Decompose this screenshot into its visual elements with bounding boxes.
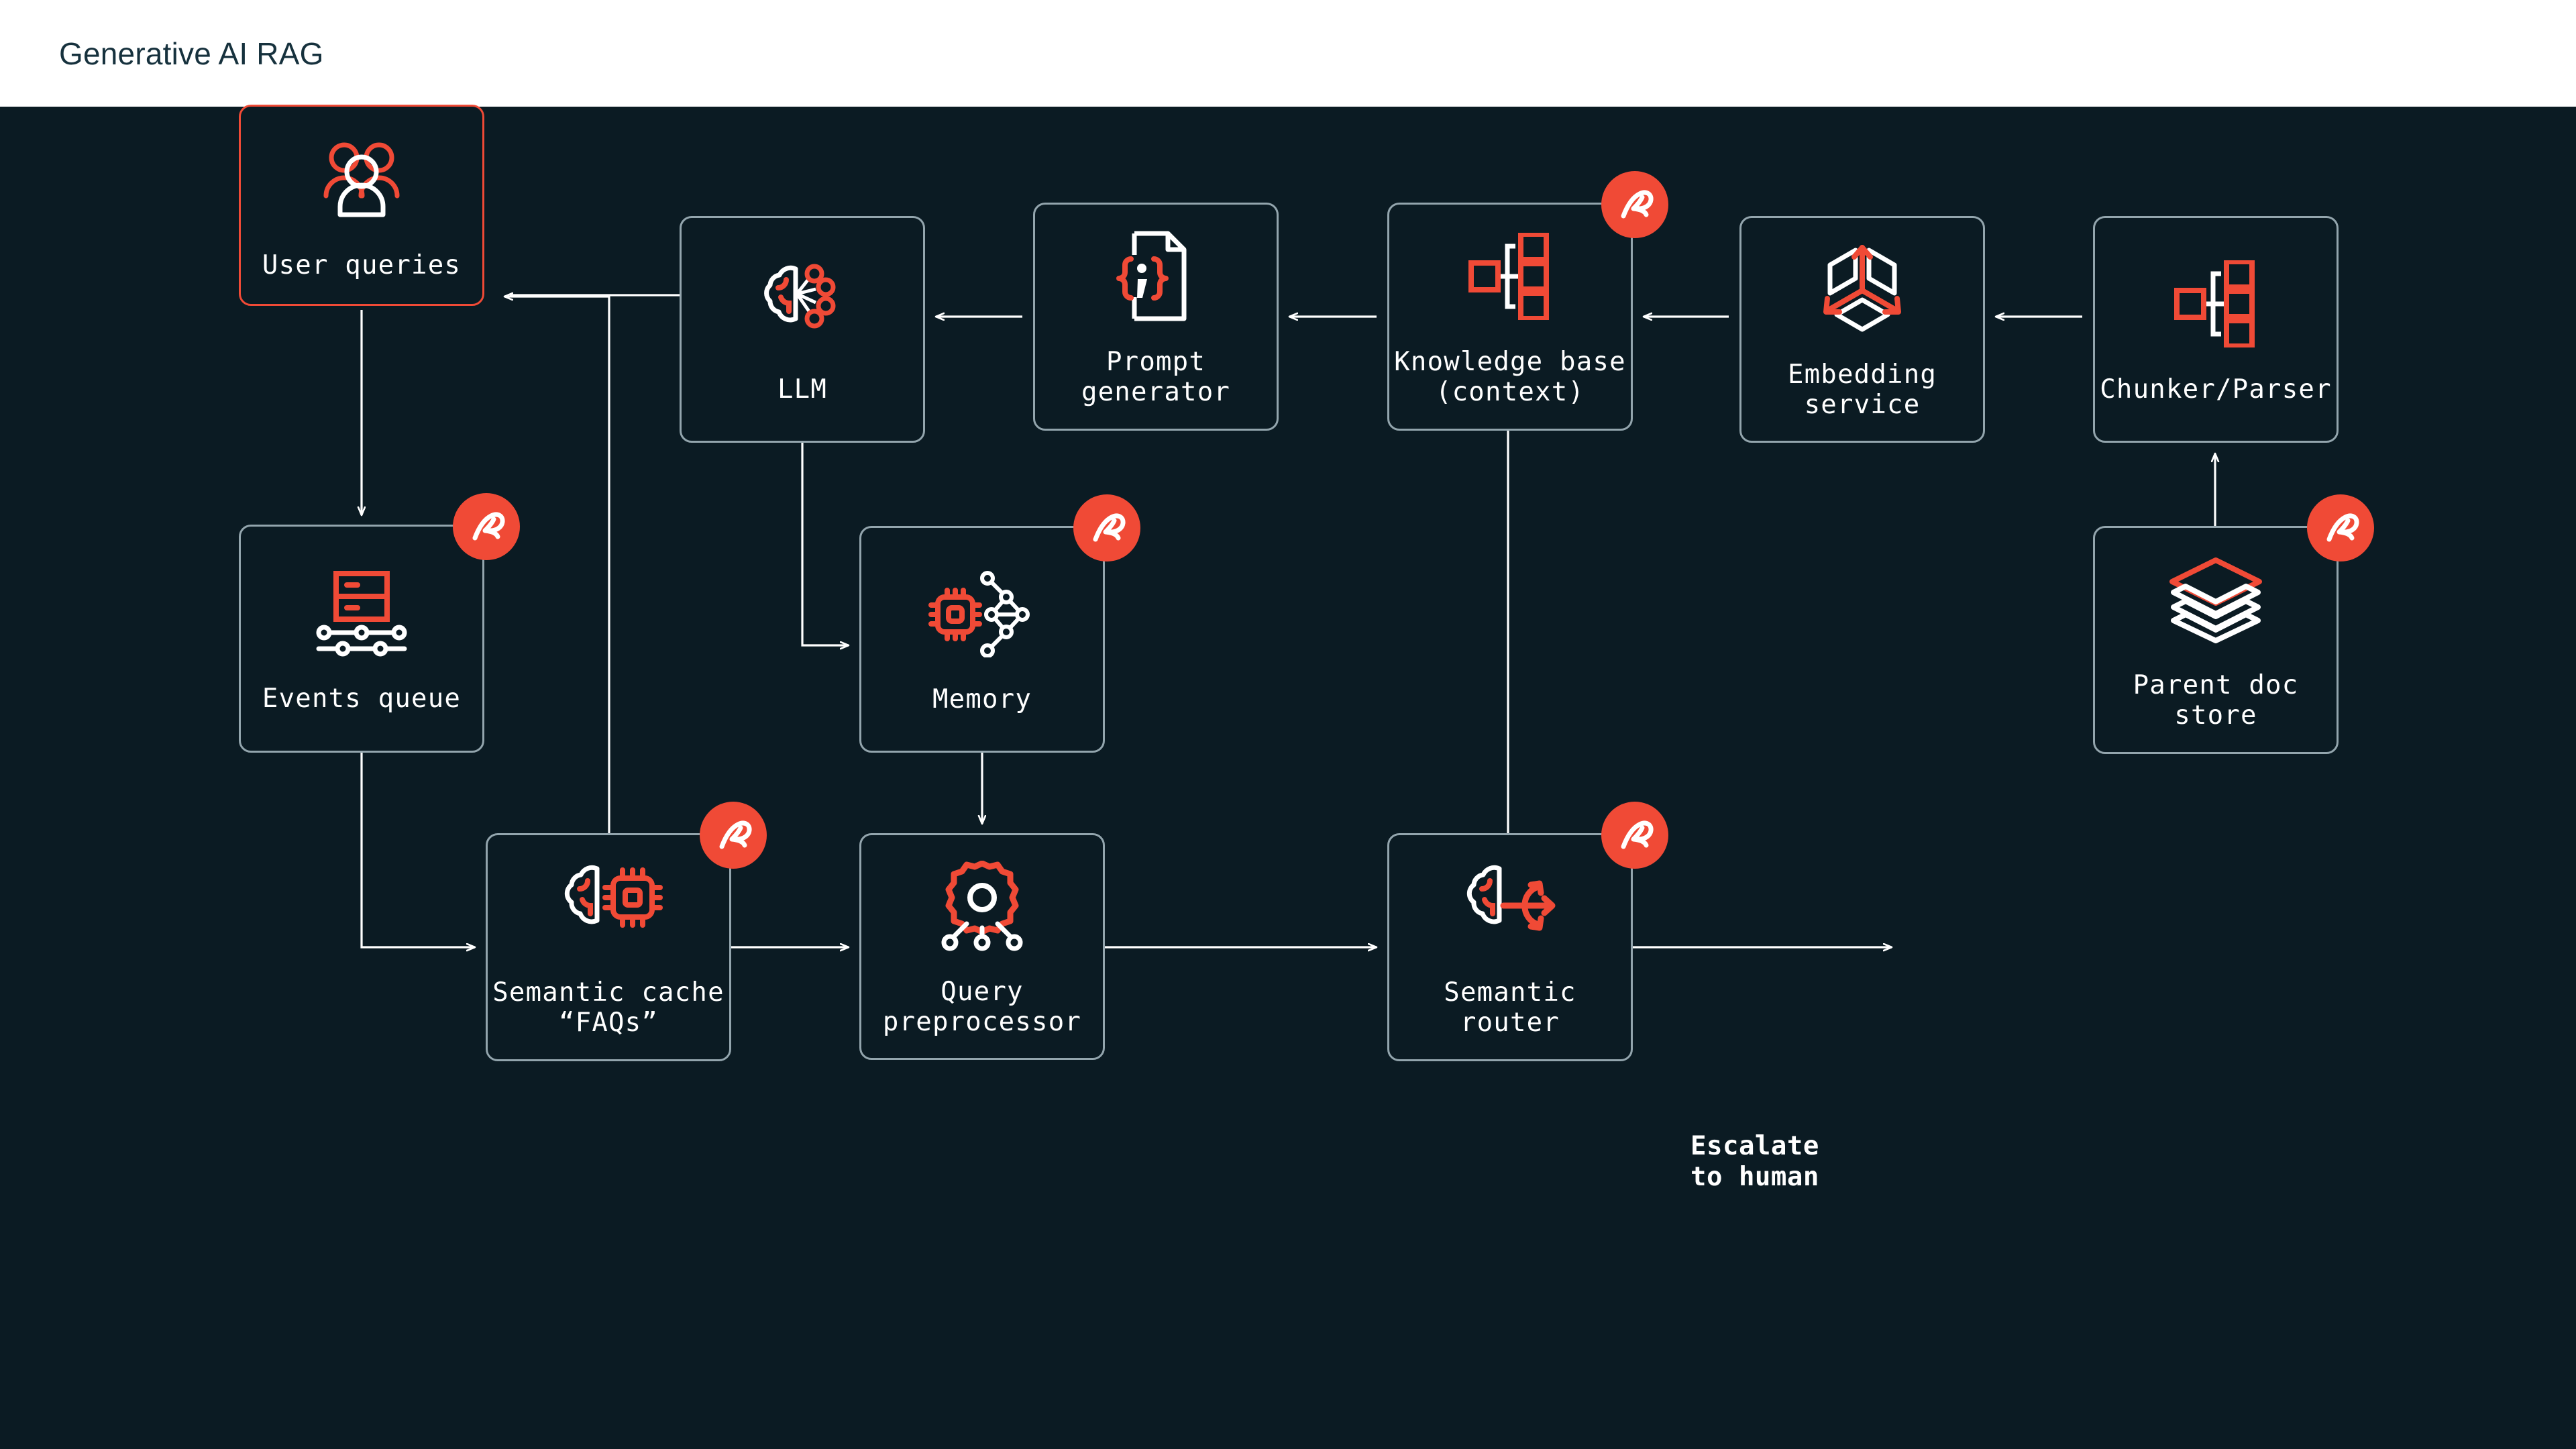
layers-stack-icon — [2165, 549, 2266, 650]
events-queue-icon — [308, 563, 415, 663]
node-embedding-service[interactable]: Embedding service — [1739, 216, 1985, 443]
escalate-to-human-label: Escalate to human — [1690, 1131, 1819, 1193]
node-user-queries[interactable]: User queries — [239, 105, 484, 306]
node-label: LLM — [777, 374, 828, 405]
redis-badge — [1073, 494, 1140, 561]
node-label: Semantic router — [1444, 977, 1576, 1038]
node-label: Prompt generator — [1081, 346, 1231, 407]
node-memory[interactable]: Memory — [859, 494, 1140, 753]
node-query-preprocessor[interactable]: Query preprocessor — [859, 833, 1105, 1060]
vector-cube-icon — [1815, 239, 1909, 339]
node-events-queue[interactable]: Events queue — [239, 493, 520, 753]
node-semantic-cache[interactable]: Semantic cache “FAQs” — [486, 802, 767, 1061]
redis-logo-icon — [1621, 190, 1654, 219]
redis-logo-icon — [1621, 820, 1654, 849]
node-semantic-router[interactable]: Semantic router — [1387, 802, 1668, 1061]
node-label: Embedding service — [1787, 359, 1937, 420]
diagram-canvas: User queries — [0, 105, 2576, 1449]
tree-hierarchy-icon — [1463, 226, 1557, 327]
tree-hierarchy-icon — [2169, 254, 2263, 354]
redis-badge — [2307, 494, 2374, 561]
redis-badge — [1601, 171, 1668, 238]
node-knowledge-base[interactable]: Knowledge base (context) — [1387, 171, 1668, 431]
page-header: Generative AI RAG — [0, 0, 2576, 109]
node-label: User queries — [262, 250, 462, 281]
redis-badge — [453, 493, 520, 560]
brain-network-icon — [747, 254, 858, 354]
node-label: Query preprocessor — [882, 976, 1082, 1037]
chip-graph-icon — [927, 564, 1038, 664]
brain-chip-icon — [551, 857, 665, 957]
node-parent-doc-store[interactable]: Parent doc store — [2093, 494, 2374, 754]
node-label: Knowledge base (context) — [1394, 346, 1626, 407]
document-braces-icon — [1112, 226, 1199, 327]
redis-badge — [1601, 802, 1668, 869]
users-icon — [311, 129, 412, 230]
brain-router-icon — [1455, 857, 1566, 957]
node-label: Memory — [932, 684, 1032, 715]
redis-logo-icon — [719, 820, 752, 849]
redis-logo-icon — [2326, 513, 2359, 542]
redis-badge — [700, 802, 767, 869]
page-title: Generative AI RAG — [59, 36, 324, 71]
node-label: Events queue — [262, 684, 462, 714]
node-label: Chunker/Parser — [2100, 374, 2332, 405]
node-label: Semantic cache “FAQs” — [492, 977, 724, 1038]
node-prompt-generator[interactable]: Prompt generator — [1033, 203, 1279, 431]
redis-logo-icon — [472, 512, 505, 541]
node-chunker-parser[interactable]: Chunker/Parser — [2093, 216, 2339, 443]
node-label: Parent doc store — [2133, 669, 2299, 731]
gear-nodes-icon — [935, 856, 1029, 957]
redis-logo-icon — [1093, 513, 1126, 542]
node-llm[interactable]: LLM — [680, 216, 925, 443]
